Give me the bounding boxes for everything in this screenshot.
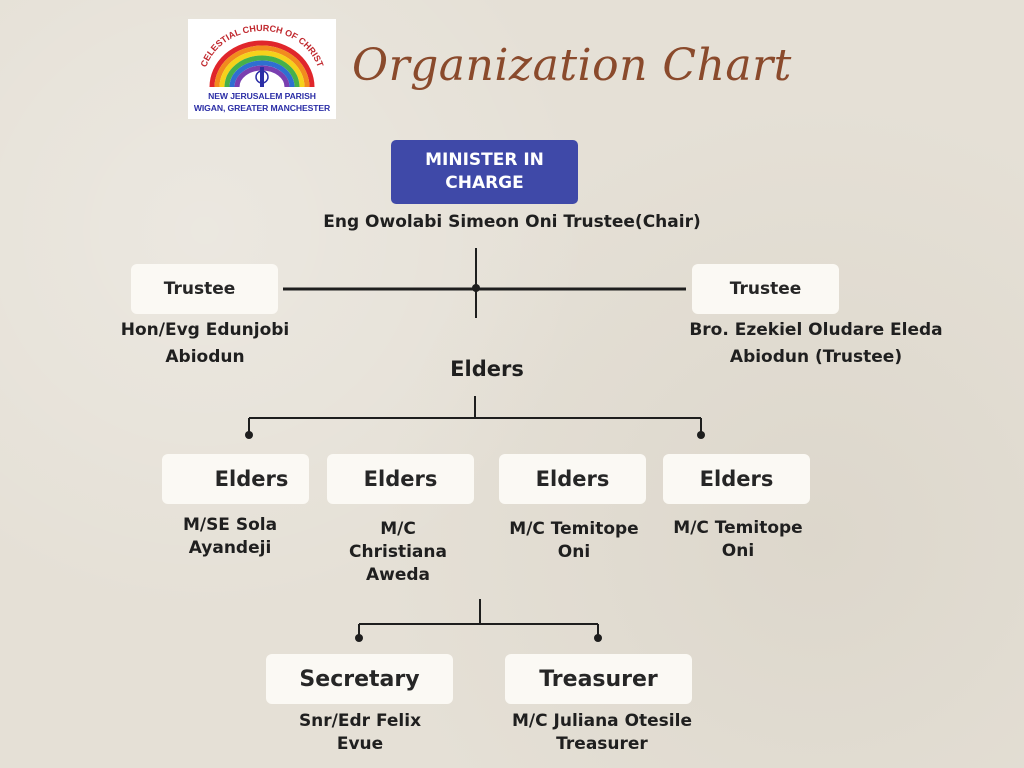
trustee-right-box: Trustee — [692, 264, 839, 314]
elder-box-4: Elders — [663, 454, 810, 504]
trustee-left-box: Trustee — [131, 264, 278, 314]
connector-elders-left-dot — [245, 431, 253, 439]
elder-3-name-line1: M/C Temitope — [509, 519, 639, 539]
elder-4-name-line2: Oni — [721, 541, 755, 561]
elder-box-1: Elders — [162, 454, 309, 504]
elder-2-name-line1: M/C — [380, 519, 416, 539]
connector-elders-right-dot — [697, 431, 705, 439]
secretary-name-line1: Snr/Edr Felix — [298, 711, 422, 731]
secretary-box: Secretary — [266, 654, 453, 704]
logo-parish-location: WIGAN, GREATER MANCHESTER — [193, 103, 331, 113]
treasurer-name-line1: M/C Juliana Otesile — [512, 711, 692, 731]
minister-in-charge-box: MINISTER IN CHARGE — [391, 140, 578, 204]
trustee-left-name-line1: Hon/Evg Edunjobi — [120, 320, 290, 340]
trustee-left-name-line2: Abiodun — [165, 347, 245, 367]
church-logo: CELESTIAL CHURCH OF CHRIST NEW JERUSALEM… — [188, 19, 336, 119]
elder-1-name-line2: Ayandeji — [188, 538, 272, 558]
page-title: Organization Chart — [352, 40, 792, 91]
minister-name: Eng Owolabi Simeon Oni Trustee(Chair) — [323, 212, 701, 232]
rainbow-emblem-icon: CELESTIAL CHURCH OF CHRIST — [199, 23, 326, 88]
treasurer-name-line2: Treasurer — [556, 734, 648, 754]
logo-parish-name: NEW JERUSALEM PARISH — [208, 91, 316, 101]
elders-heading: Elders — [450, 357, 524, 381]
elder-4-name-line1: M/C Temitope — [673, 518, 803, 538]
elder-2-name-line2: Christiana — [349, 542, 447, 562]
connector-officers-left-dot — [355, 634, 363, 642]
elder-box-3: Elders — [499, 454, 646, 504]
elder-2-name-line3: Aweda — [365, 565, 431, 585]
connector-officers-right-dot — [594, 634, 602, 642]
trustee-right-name-line1: Bro. Ezekiel Oludare Eleda — [689, 320, 943, 340]
elder-3-name-line2: Oni — [557, 542, 591, 562]
connector-junction-dot — [472, 284, 480, 292]
secretary-name-line2: Evue — [336, 734, 384, 754]
elder-box-2: Elders — [327, 454, 474, 504]
trustee-right-name-line2: Abiodun (Trustee) — [729, 347, 903, 367]
elder-1-name-line1: M/SE Sola — [182, 515, 278, 535]
treasurer-box: Treasurer — [505, 654, 692, 704]
